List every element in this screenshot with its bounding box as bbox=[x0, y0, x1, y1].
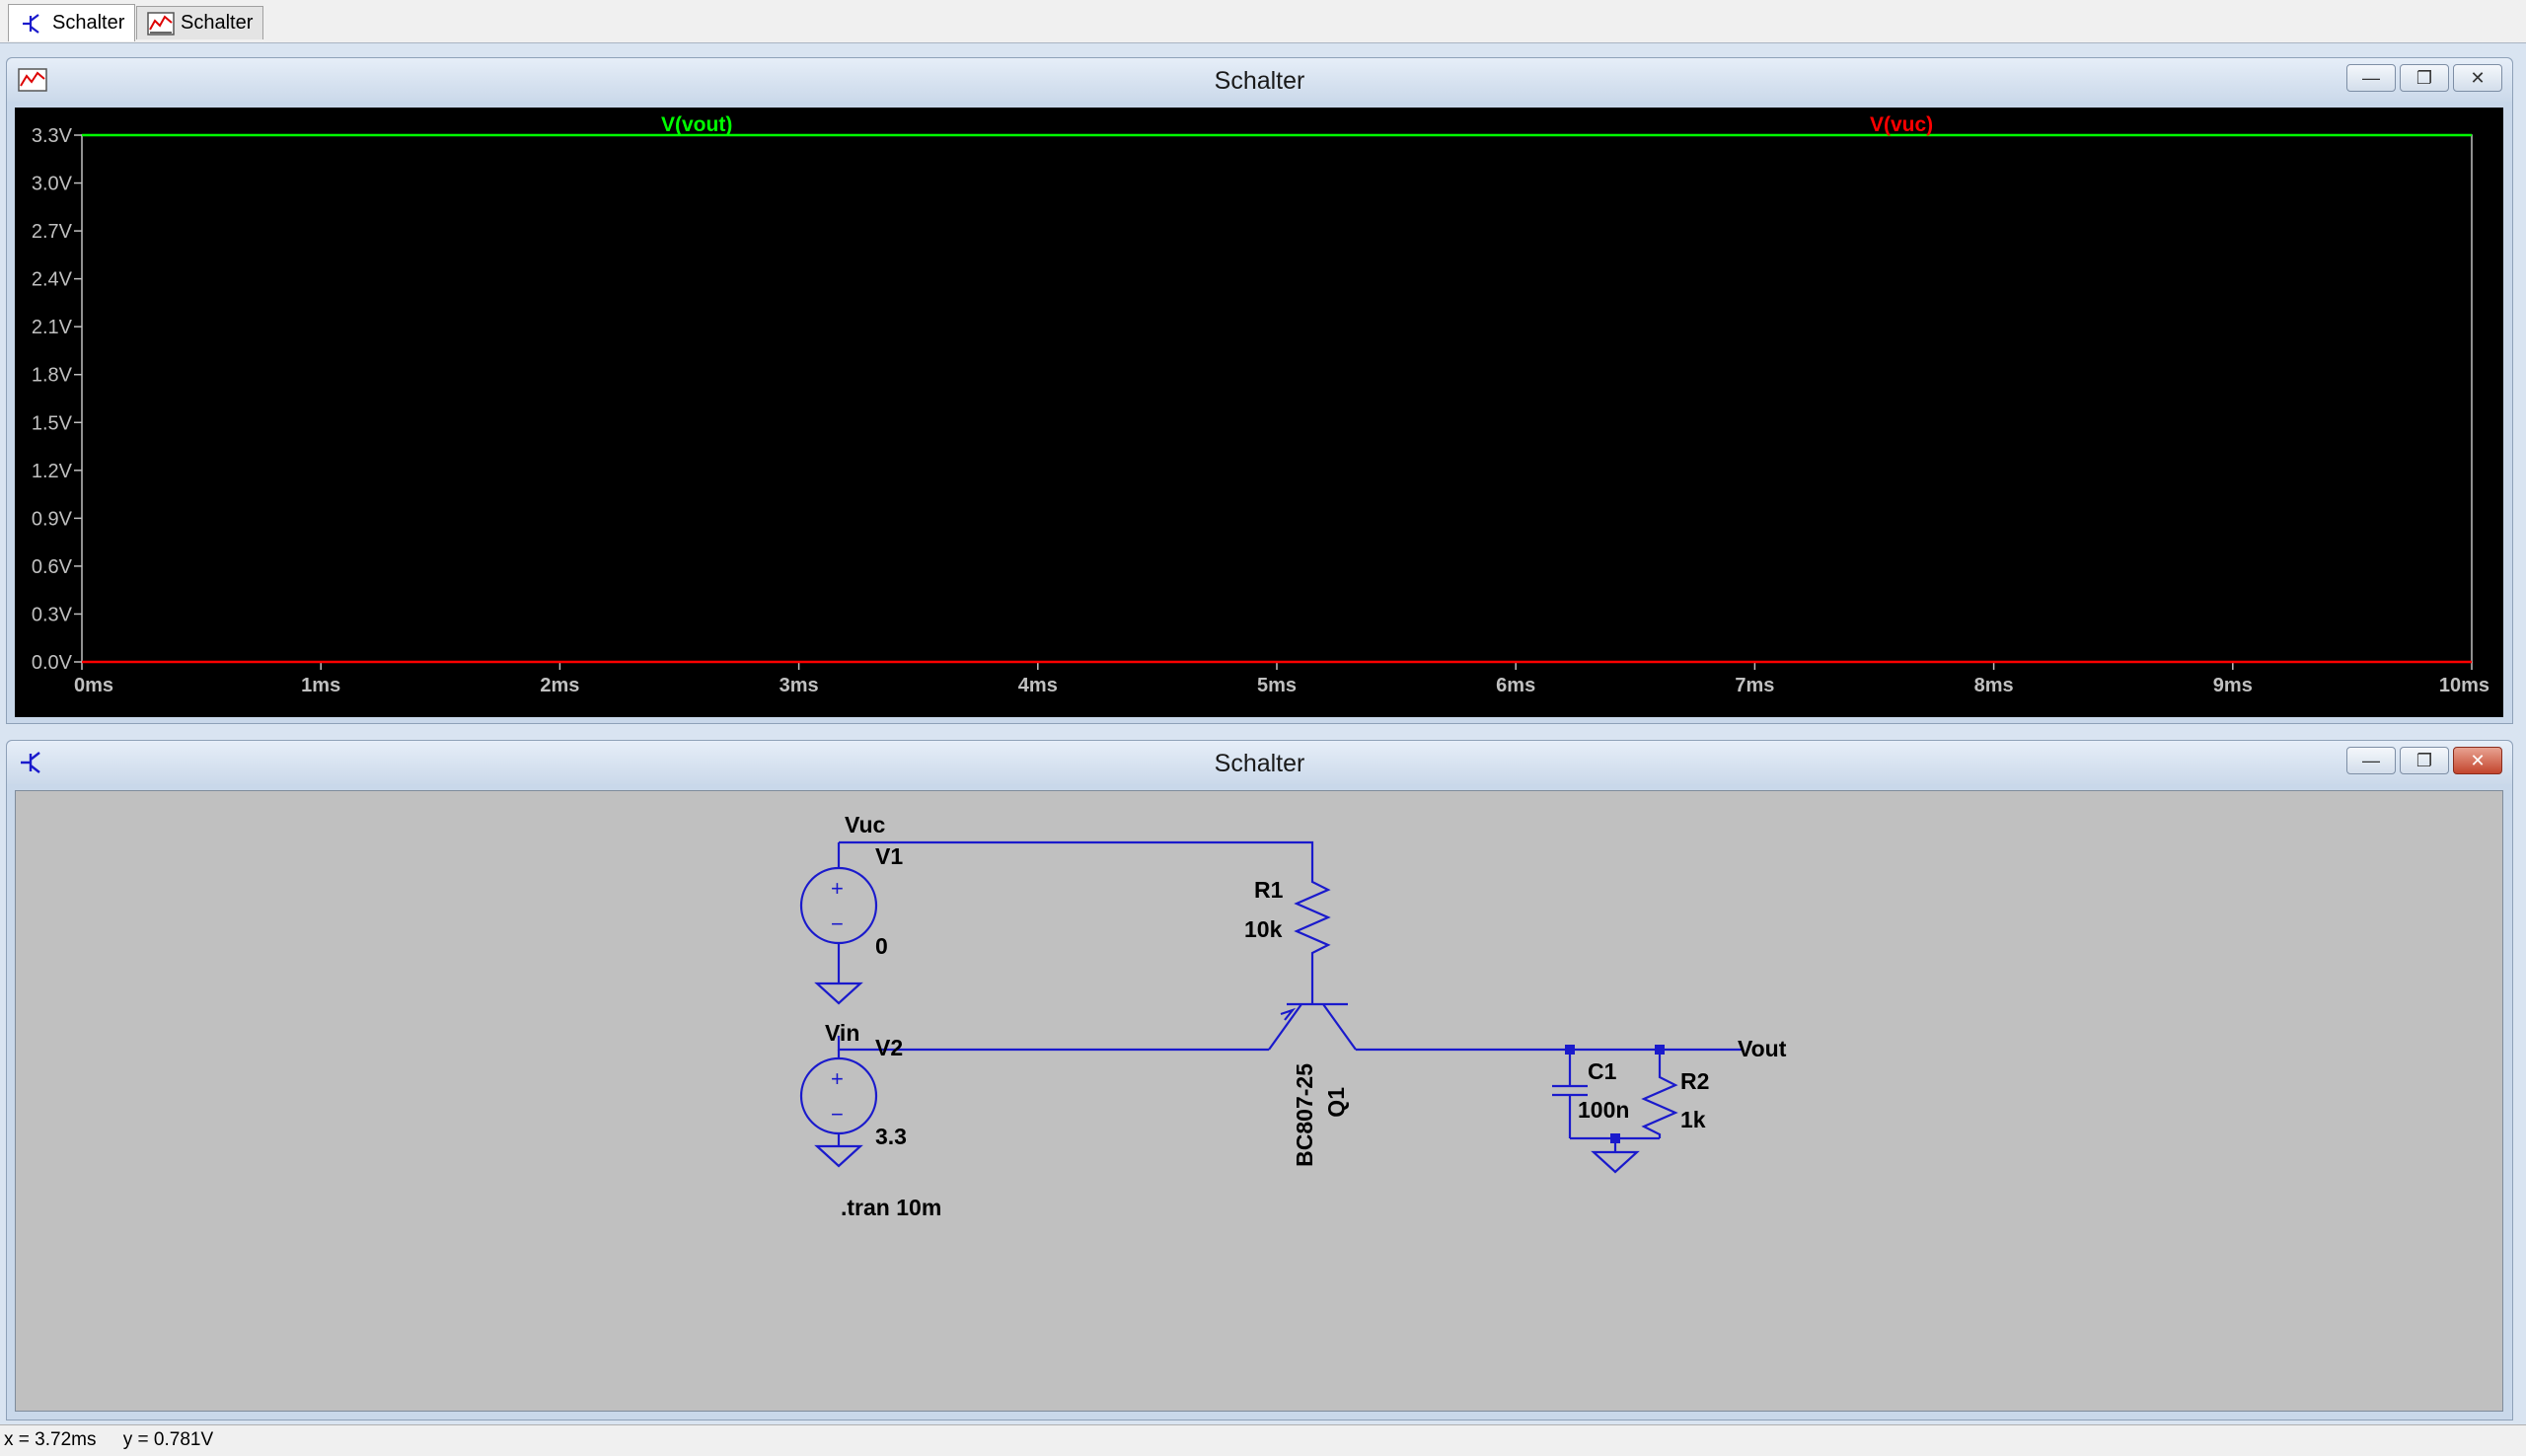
schematic-window-titlebar[interactable]: Schalter — ❐ ✕ bbox=[7, 741, 2512, 784]
junction-dot bbox=[1610, 1133, 1620, 1143]
legend-vvuc[interactable]: V(vuc) bbox=[1870, 113, 1933, 136]
waveform-icon bbox=[147, 11, 175, 36]
q1-name-label[interactable]: Q1 bbox=[1323, 1087, 1349, 1118]
v1-value-label[interactable]: 0 bbox=[875, 933, 888, 959]
waveform-chart[interactable]: 3.3V 3.0V 2.7V 2.4V 2.1V 1.8V 1.5V 1.2V 0.9V 0.6V… bbox=[15, 108, 2503, 717]
close-button[interactable]: ✕ bbox=[2453, 747, 2502, 774]
x-tick-label: 6ms bbox=[1496, 675, 1535, 696]
waveform-icon bbox=[18, 68, 47, 92]
x-tick-label: 5ms bbox=[1257, 675, 1297, 696]
close-button[interactable]: ✕ bbox=[2453, 64, 2502, 92]
net-label-vout[interactable]: Vout bbox=[1738, 1036, 1787, 1061]
y-tick-label: 3.0V bbox=[32, 174, 73, 195]
waveform-window-title: Schalter bbox=[1214, 67, 1305, 95]
x-tick-label: 1ms bbox=[301, 675, 340, 696]
x-tick-label: 9ms bbox=[2213, 675, 2253, 696]
ground-symbol bbox=[814, 982, 863, 1005]
y-tick-label: 0.9V bbox=[32, 508, 73, 530]
waveform-window-controls: — ❐ ✕ bbox=[2346, 64, 2502, 92]
plot-frame bbox=[81, 134, 2473, 663]
r2-value-label[interactable]: 1k bbox=[1680, 1107, 1706, 1132]
v2-name-label[interactable]: V2 bbox=[875, 1035, 903, 1060]
spice-directive[interactable]: .tran 10m bbox=[841, 1195, 941, 1220]
y-tick-label: 1.5V bbox=[32, 412, 73, 434]
restore-button[interactable]: ❐ bbox=[2400, 64, 2449, 92]
wire-vuc-top[interactable] bbox=[837, 840, 1314, 868]
y-tick-label: 2.7V bbox=[32, 221, 73, 243]
junction-dot bbox=[1565, 1045, 1575, 1055]
wire-vin[interactable] bbox=[837, 1036, 1269, 1052]
r1-name-label[interactable]: R1 bbox=[1254, 877, 1284, 903]
x-tick-label: 10ms bbox=[2439, 675, 2489, 696]
r1-value-label[interactable]: 10k bbox=[1244, 916, 1283, 942]
tab-schematic[interactable]: Schalter bbox=[8, 4, 136, 41]
plus-sign: + bbox=[831, 1066, 844, 1091]
minimize-button[interactable]: — bbox=[2346, 747, 2396, 774]
x-tick-label: 8ms bbox=[1974, 675, 2014, 696]
legend-vvout[interactable]: V(vout) bbox=[661, 113, 732, 136]
waveform-window: Schalter — ❐ ✕ 3.3V 3.0V 2.7V 2.4V 2.1V 1.8V 1… bbox=[6, 57, 2513, 724]
y-tick-label: 0.6V bbox=[32, 556, 73, 578]
schematic-icon bbox=[23, 13, 39, 34]
capacitor-c1[interactable] bbox=[1552, 1050, 1588, 1138]
y-tick-label: 0.0V bbox=[32, 652, 73, 674]
y-tick-label: 2.4V bbox=[32, 269, 73, 291]
schematic-drawing[interactable]: + − + − Vuc V1 0 R1 10k Vin V2 3.3 Q1 BC… bbox=[16, 791, 2502, 1411]
status-bar: x = 3.72ms y = 0.781V bbox=[0, 1424, 2526, 1456]
x-tick-label: 0ms bbox=[74, 675, 113, 696]
tab-schematic-label: Schalter bbox=[52, 12, 125, 34]
x-tick-label: 7ms bbox=[1735, 675, 1774, 696]
restore-button[interactable]: ❐ bbox=[2400, 747, 2449, 774]
r2-name-label[interactable]: R2 bbox=[1680, 1068, 1709, 1094]
v1-name-label[interactable]: V1 bbox=[875, 843, 903, 869]
cursor-x-readout: x = 3.72ms bbox=[4, 1429, 97, 1450]
y-tick-label: 1.8V bbox=[32, 365, 73, 387]
y-tick-label: 0.3V bbox=[32, 604, 73, 625]
net-label-vuc[interactable]: Vuc bbox=[845, 812, 886, 837]
resistor-r2[interactable] bbox=[1641, 1050, 1678, 1138]
ground-symbol bbox=[814, 1144, 863, 1168]
x-tick-label: 4ms bbox=[1018, 675, 1058, 696]
tab-waveform[interactable]: Schalter bbox=[136, 6, 264, 39]
tab-waveform-label: Schalter bbox=[181, 12, 254, 34]
v2-value-label[interactable]: 3.3 bbox=[875, 1124, 907, 1149]
schematic-canvas[interactable]: + − + − Vuc V1 0 R1 10k Vin V2 3.3 Q1 BC… bbox=[15, 790, 2503, 1412]
schematic-window: Schalter — ❐ ✕ bbox=[6, 740, 2513, 1420]
cursor-y-readout: y = 0.781V bbox=[122, 1429, 214, 1450]
x-tick-label: 3ms bbox=[780, 675, 819, 696]
q1-model-label[interactable]: BC807-25 bbox=[1292, 1063, 1317, 1167]
schematic-icon bbox=[21, 752, 40, 773]
waveform-window-titlebar[interactable]: Schalter — ❐ ✕ bbox=[7, 58, 2512, 102]
waveform-plot-area[interactable]: 3.3V 3.0V 2.7V 2.4V 2.1V 1.8V 1.5V 1.2V 0.9V 0.6V… bbox=[15, 108, 2503, 717]
y-tick-label: 2.1V bbox=[32, 317, 73, 338]
schematic-window-controls: — ❐ ✕ bbox=[2346, 747, 2502, 774]
ground-symbol bbox=[1591, 1150, 1640, 1174]
y-tick-label: 3.3V bbox=[32, 125, 73, 147]
resistor-r1[interactable] bbox=[1294, 865, 1331, 1002]
y-tick-label: 1.2V bbox=[32, 461, 73, 482]
net-label-vin[interactable]: Vin bbox=[825, 1020, 859, 1046]
c1-value-label[interactable]: 100n bbox=[1578, 1097, 1629, 1123]
x-tick-label: 2ms bbox=[540, 675, 579, 696]
c1-name-label[interactable]: C1 bbox=[1588, 1058, 1617, 1084]
plus-sign: + bbox=[831, 876, 844, 901]
junction-dot bbox=[1655, 1045, 1665, 1055]
minus-sign: − bbox=[831, 1102, 844, 1127]
transistor-q1[interactable] bbox=[1268, 1002, 1357, 1051]
minus-sign: − bbox=[831, 911, 844, 936]
document-tab-bar: Schalter Schalter bbox=[0, 0, 2526, 43]
schematic-window-title: Schalter bbox=[1214, 750, 1305, 777]
minimize-button[interactable]: — bbox=[2346, 64, 2396, 92]
